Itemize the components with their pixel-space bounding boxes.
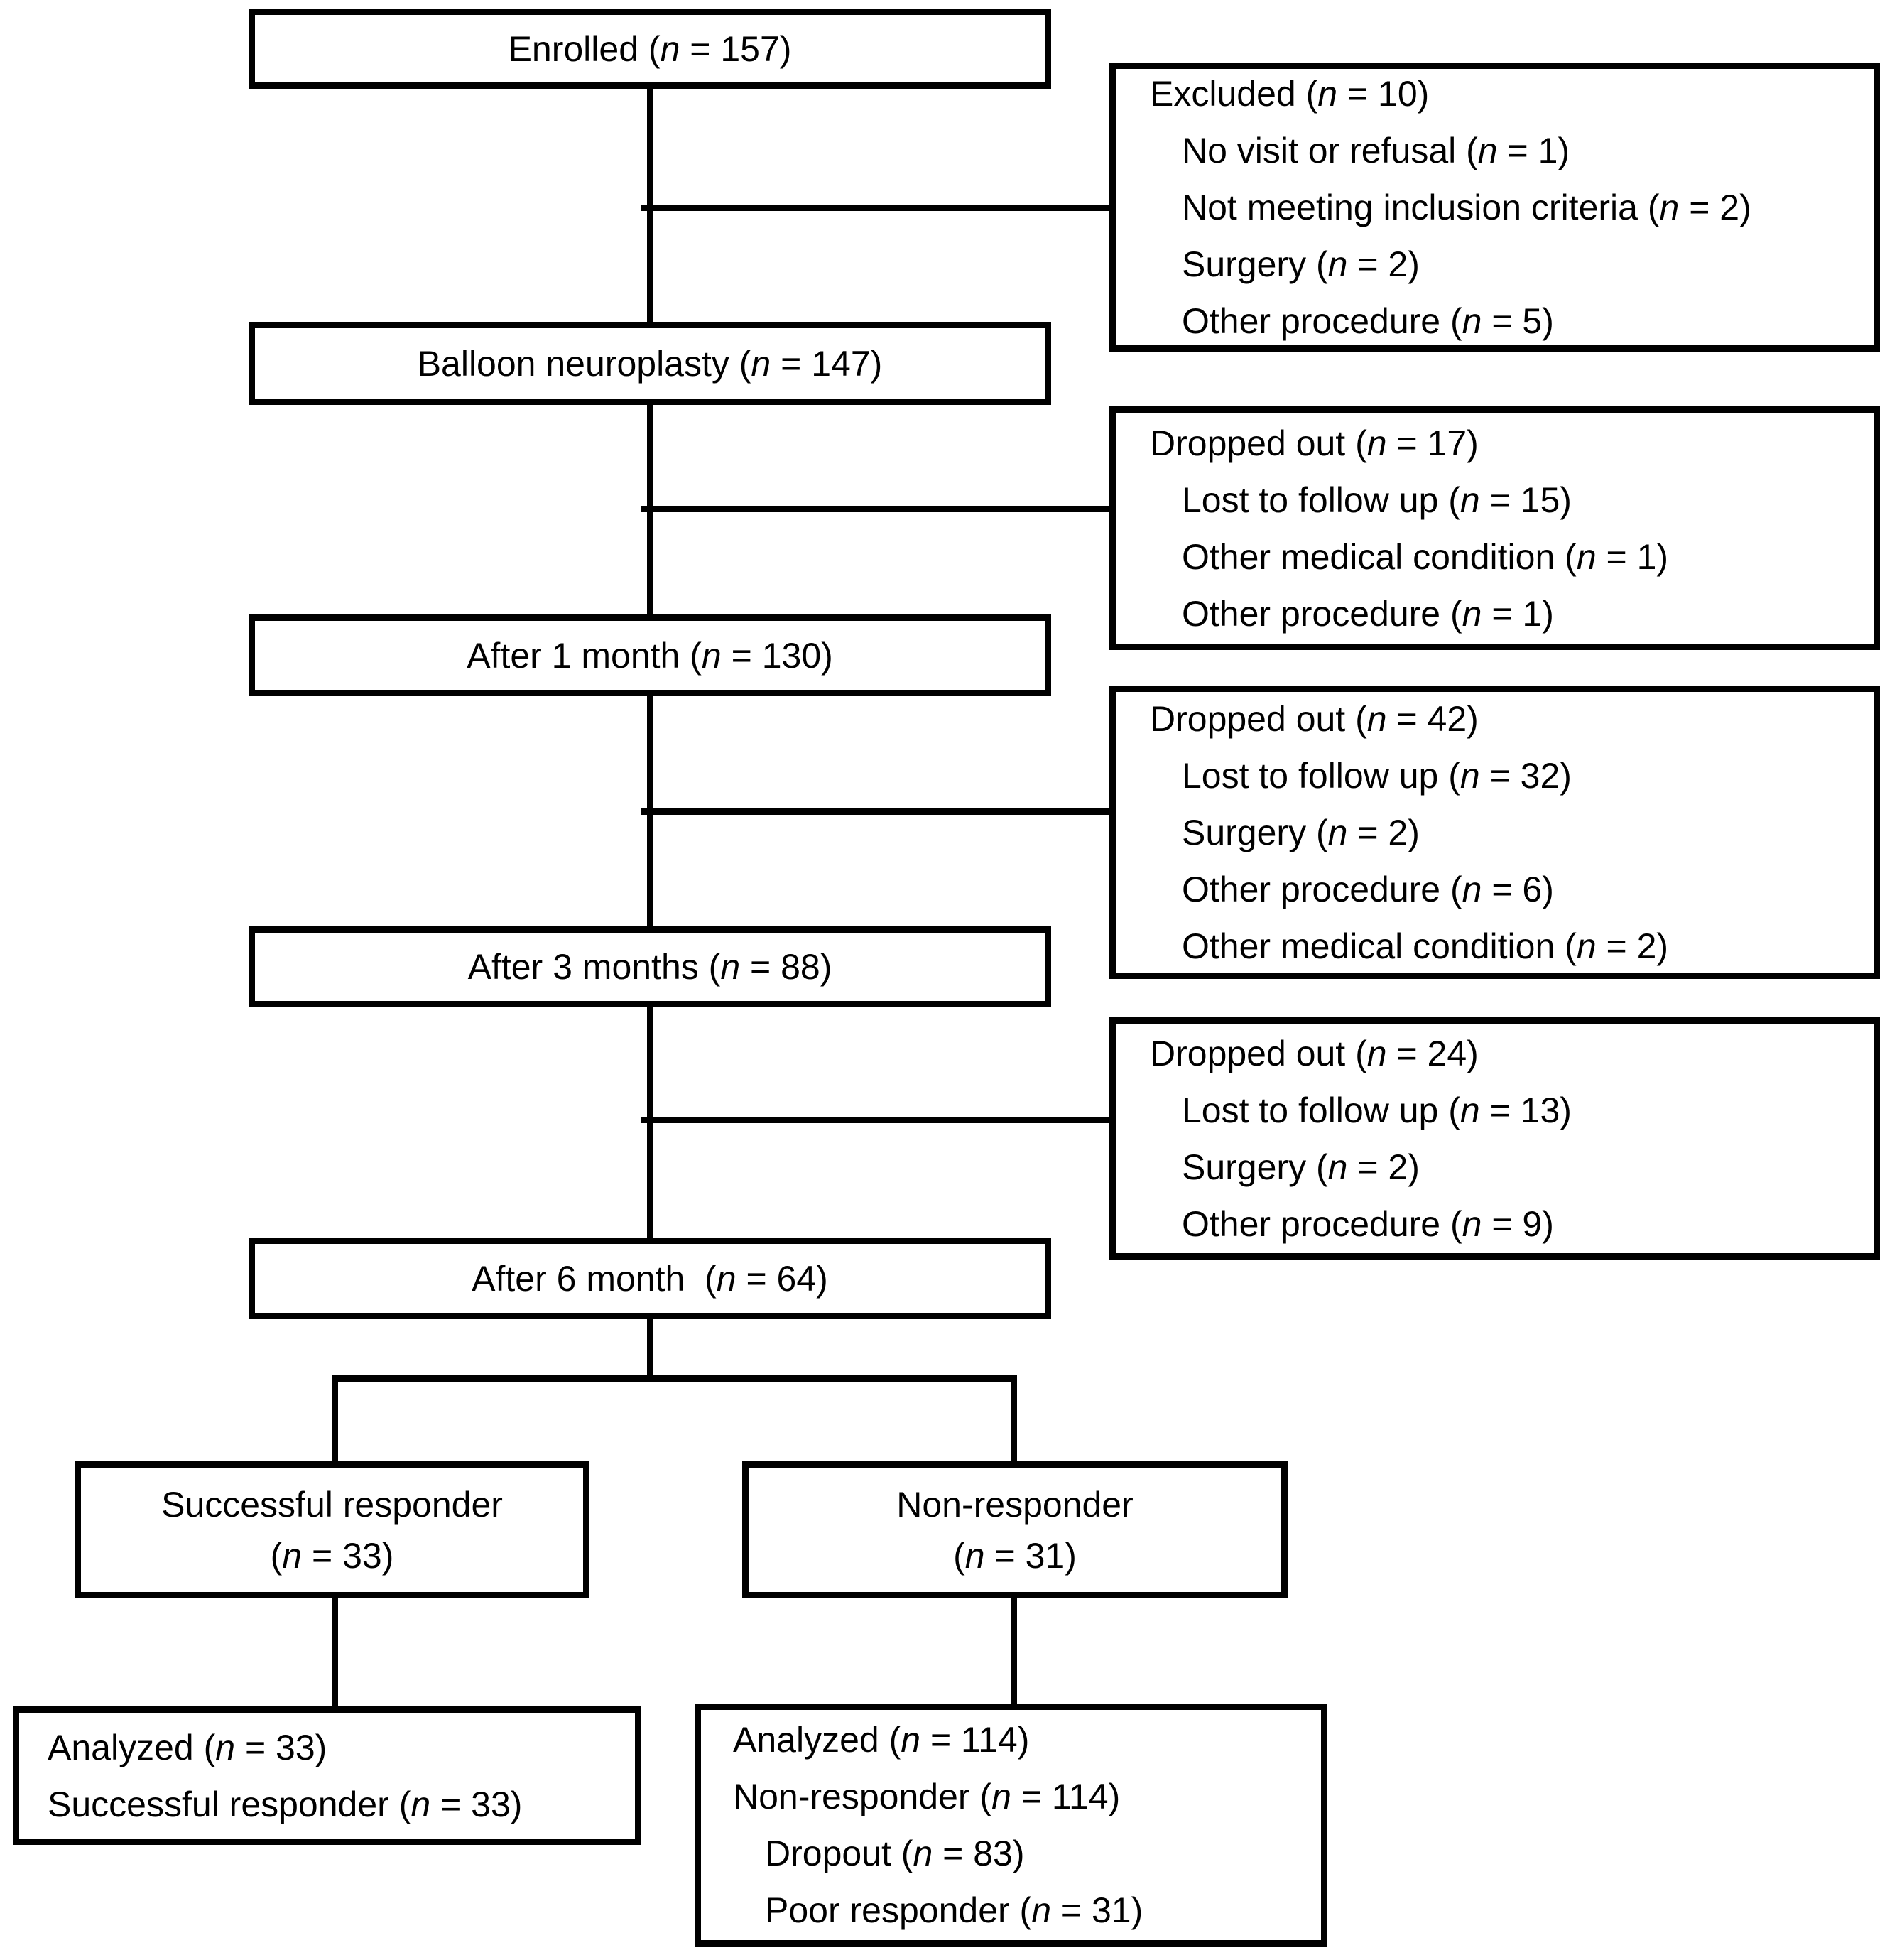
dropped-month6-header: Dropped out (n = 24)	[1150, 1033, 1479, 1073]
dropped-month3-other-medical: Other medical condition (n = 2)	[1182, 926, 1669, 966]
dropped-month1-lost-follow-up: Lost to follow up (n = 15)	[1182, 480, 1572, 520]
box-non-responder: Non-responder (n = 31)	[742, 1461, 1288, 1598]
dropped-month6-surgery: Surgery (n = 2)	[1182, 1147, 1420, 1187]
box-after-6-month: After 6 month (n = 64)	[249, 1238, 1051, 1319]
connector-nonresponder-to-analyzed	[1011, 1596, 1017, 1708]
excluded-item-surgery: Surgery (n = 2)	[1182, 244, 1420, 284]
analyzed-successful-header: Analyzed (n = 33)	[48, 1727, 327, 1767]
box-enrolled: Enrolled (n = 157)	[249, 9, 1051, 89]
connector-branch-excluded	[641, 205, 1111, 211]
dropped-month1-other-procedure: Other procedure (n = 1)	[1182, 593, 1554, 634]
connector-branch-dropped-month1	[641, 506, 1111, 512]
connector-split-to-nonresponder	[1011, 1375, 1017, 1465]
dropped-month1-other-medical: Other medical condition (n = 1)	[1182, 536, 1669, 577]
dropped-month6-other-procedure: Other procedure (n = 9)	[1182, 1203, 1554, 1244]
dropped-month3-other-procedure: Other procedure (n = 6)	[1182, 869, 1554, 909]
dropped-month6-lost-follow-up: Lost to follow up (n = 13)	[1182, 1090, 1572, 1130]
analyzed-nonresponder-dropout: Dropout (n = 83)	[765, 1834, 1025, 1873]
box-after-1-month: After 1 month (n = 130)	[249, 614, 1051, 696]
enrolled-text: Enrolled (n = 157)	[508, 28, 792, 69]
successful-responder-label: Successful responder	[161, 1484, 503, 1525]
analyzed-successful-detail: Successful responder (n = 33)	[48, 1784, 523, 1824]
dropped-month3-lost-follow-up: Lost to follow up (n = 32)	[1182, 755, 1572, 796]
excluded-item-inclusion-criteria: Not meeting inclusion criteria (n = 2)	[1182, 187, 1751, 227]
successful-responder-count: (n = 33)	[270, 1535, 394, 1576]
connector-split-to-successful	[332, 1375, 338, 1465]
box-successful-responder: Successful responder (n = 33)	[75, 1461, 589, 1598]
box-dropped-out-month1: Dropped out (n = 17) Lost to follow up (…	[1109, 406, 1880, 650]
excluded-header: Excluded (n = 10)	[1150, 73, 1430, 114]
analyzed-nonresponder-header: Analyzed (n = 114)	[733, 1720, 1030, 1760]
box-analyzed-non-responder: Analyzed (n = 114) Non-responder (n = 11…	[695, 1704, 1327, 1947]
analyzed-nonresponder-detail: Non-responder (n = 114)	[733, 1777, 1121, 1816]
dropped-month1-header: Dropped out (n = 17)	[1150, 423, 1479, 463]
connector-split-bar	[332, 1375, 1017, 1382]
connector-branch-dropped-month3	[641, 808, 1111, 815]
balloon-neuroplasty-text: Balloon neuroplasty (n = 147)	[417, 343, 883, 384]
box-balloon-neuroplasty: Balloon neuroplasty (n = 147)	[249, 322, 1051, 405]
box-dropped-out-month6: Dropped out (n = 24) Lost to follow up (…	[1109, 1017, 1880, 1260]
box-after-3-months: After 3 months (n = 88)	[249, 926, 1051, 1007]
connector-branch-dropped-month6	[641, 1117, 1111, 1123]
non-responder-label: Non-responder	[896, 1484, 1134, 1525]
after-1-month-text: After 1 month (n = 130)	[467, 635, 833, 676]
box-analyzed-successful: Analyzed (n = 33) Successful responder (…	[13, 1706, 641, 1845]
excluded-item-no-visit: No visit or refusal (n = 1)	[1182, 130, 1570, 170]
dropped-month3-surgery: Surgery (n = 2)	[1182, 812, 1420, 852]
box-excluded: Excluded (n = 10) No visit or refusal (n…	[1109, 63, 1880, 352]
non-responder-count: (n = 31)	[953, 1535, 1077, 1576]
connector-successful-to-analyzed	[332, 1596, 338, 1711]
box-dropped-out-month3: Dropped out (n = 42) Lost to follow up (…	[1109, 686, 1880, 979]
after-3-months-text: After 3 months (n = 88)	[467, 947, 832, 987]
connector-after6-to-split	[647, 1316, 653, 1382]
dropped-month3-header: Dropped out (n = 42)	[1150, 698, 1479, 739]
analyzed-nonresponder-poor: Poor responder (n = 31)	[765, 1890, 1143, 1930]
after-6-month-text: After 6 month (n = 64)	[472, 1258, 828, 1299]
excluded-item-other-procedure: Other procedure (n = 5)	[1182, 301, 1554, 341]
